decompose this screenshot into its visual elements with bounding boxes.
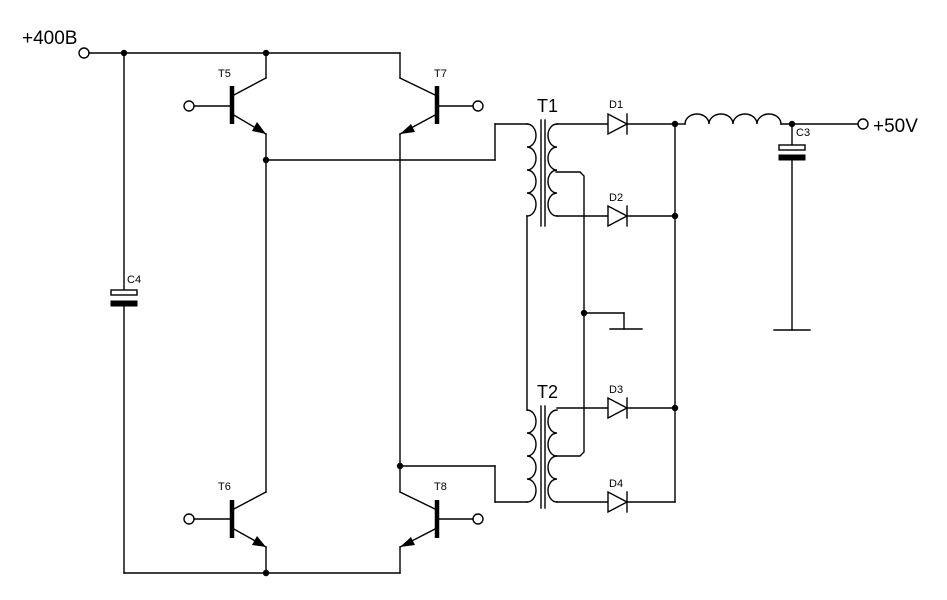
capacitor-c3: C3 (773, 123, 811, 331)
t1-label: T1 (537, 96, 558, 116)
c3-label: C3 (796, 127, 810, 139)
output-voltage-label: +50V (873, 116, 918, 137)
t7-label: T7 (434, 68, 447, 80)
transistor-t8: T8 (399, 465, 484, 574)
d4-label: D4 (609, 478, 623, 490)
t5-label: T5 (218, 68, 231, 80)
capacitor-c4: C4 (110, 52, 141, 574)
output-inductor (674, 113, 859, 128)
transformer-t2: T2 (526, 312, 585, 509)
d2-label: D2 (609, 192, 623, 204)
output-terminal: +50V (857, 116, 918, 137)
t8-label: T8 (434, 481, 447, 493)
top-rail-wires (88, 49, 401, 57)
transistor-t7: T7 (399, 52, 484, 467)
input-terminal: +400B (22, 28, 90, 59)
input-voltage-label: +400B (22, 28, 77, 49)
bottom-rail-wires (123, 569, 401, 577)
transformer-t1: T1 (526, 96, 585, 314)
cathode-bus (671, 120, 679, 503)
transistor-t6: T6 (183, 159, 267, 574)
d3-label: D3 (609, 384, 623, 396)
diode-d3: D3 (556, 384, 676, 420)
diode-d1: D1 (556, 99, 676, 136)
d1-label: D1 (609, 99, 623, 111)
t6-label: T6 (218, 481, 231, 493)
diode-d4: D4 (556, 478, 676, 514)
bridge-midpoint-wires (262, 123, 528, 503)
diode-d2: D2 (556, 192, 676, 228)
c4-label: C4 (127, 274, 141, 286)
t2-label: T2 (537, 382, 558, 402)
transistor-t5: T5 (183, 52, 267, 161)
ground-symbol (580, 309, 643, 330)
